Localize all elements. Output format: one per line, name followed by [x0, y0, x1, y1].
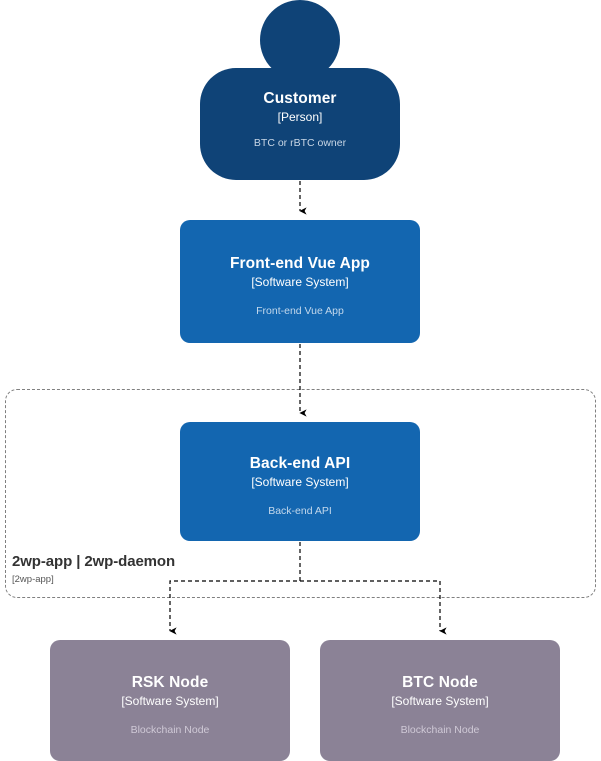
system-backend-title: Back-end API — [249, 455, 351, 473]
system-frontend-type: [Software System] — [251, 275, 349, 290]
system-frontend-vue-app[interactable]: Front-end Vue App [Software System] Fron… — [180, 220, 420, 343]
system-btc-node-description: Blockchain Node — [400, 723, 480, 736]
system-rsk-node-title: RSK Node — [131, 674, 209, 692]
person-head-icon — [260, 0, 340, 80]
person-customer-title: Customer — [263, 90, 337, 107]
boundary-type: [2wp-app] — [12, 574, 54, 585]
system-rsk-node[interactable]: RSK Node [Software System] Blockchain No… — [50, 640, 290, 761]
person-customer-labels: Customer [Person] BTC or rBTC owner — [200, 90, 400, 150]
boundary-title: 2wp-app | 2wp-daemon — [12, 553, 176, 570]
person-customer[interactable]: Customer [Person] BTC or rBTC owner — [200, 0, 400, 180]
system-frontend-description: Front-end Vue App — [256, 304, 344, 317]
person-customer-description: BTC or rBTC owner — [253, 137, 347, 150]
system-btc-node[interactable]: BTC Node [Software System] Blockchain No… — [320, 640, 560, 761]
system-rsk-node-description: Blockchain Node — [130, 723, 210, 736]
system-btc-node-title: BTC Node — [402, 674, 478, 692]
person-body-shape — [200, 68, 400, 180]
system-backend-type: [Software System] — [251, 475, 349, 490]
system-backend-description: Back-end API — [268, 504, 332, 517]
boundary-2wp-app-label: 2wp-app | 2wp-daemon [2wp-app] — [12, 553, 342, 585]
system-frontend-title: Front-end Vue App — [229, 255, 371, 273]
system-rsk-node-type: [Software System] — [121, 694, 219, 709]
system-backend-api[interactable]: Back-end API [Software System] Back-end … — [180, 422, 420, 541]
system-btc-node-type: [Software System] — [391, 694, 489, 709]
person-customer-type: [Person] — [277, 109, 323, 124]
